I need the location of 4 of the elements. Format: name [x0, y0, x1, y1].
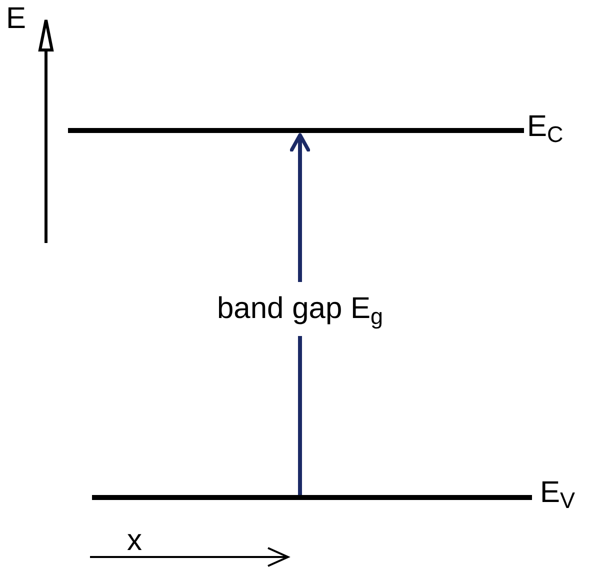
axis-label: E	[6, 4, 26, 34]
energy-level-label: E$_{C}$	[527, 112, 564, 142]
energy-level-label: E$_{V}$	[540, 478, 576, 508]
axis-label: x	[127, 526, 142, 556]
